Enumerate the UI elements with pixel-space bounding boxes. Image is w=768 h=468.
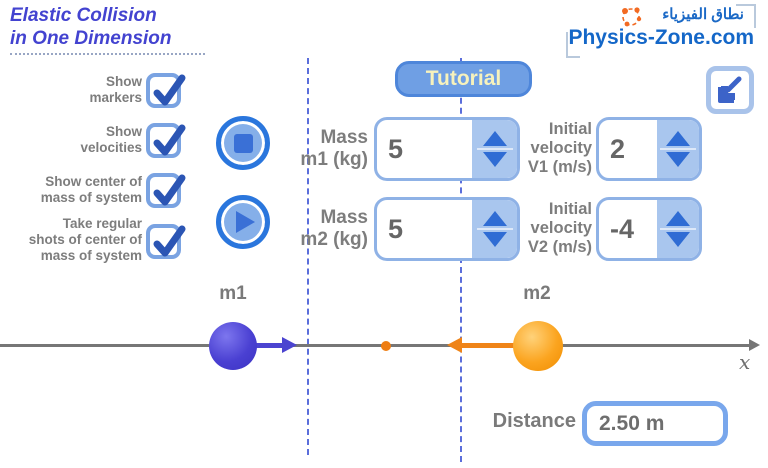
x-axis-label: x	[739, 350, 751, 374]
checkbox-label-text: Show velocities	[80, 124, 142, 155]
spinner-up-icon[interactable]	[666, 131, 690, 146]
mass2-spinner: 5	[374, 197, 520, 261]
spinner-up-icon[interactable]	[482, 211, 507, 226]
velocity2-arrow	[461, 343, 538, 348]
checkbox-label-text: Show center of mass of system	[40, 174, 142, 205]
spinner-down-icon[interactable]	[666, 152, 690, 167]
mass2-value[interactable]: 5	[388, 213, 404, 244]
checkbox-label-show-markers: Show markers	[4, 74, 142, 106]
spinner-up-icon[interactable]	[666, 211, 690, 226]
checkbox-label-text: Take regular shots of center of mass of …	[28, 216, 142, 263]
spinner-down-icon[interactable]	[482, 152, 507, 167]
logo-arabic-text: نطاق الفيزياء	[662, 6, 744, 23]
spinner-down-icon[interactable]	[482, 232, 507, 247]
checkbox-show-velocities[interactable]	[146, 123, 186, 158]
mass2-ball[interactable]	[513, 321, 563, 371]
checkmark-icon	[153, 174, 186, 206]
logo-bracket-right	[736, 4, 756, 28]
velocity1-value[interactable]: 2	[610, 133, 626, 164]
velocity2-label: Initial velocity V2 (m/s)	[527, 200, 592, 256]
logo-site-name[interactable]: Physics-Zone.com	[568, 26, 754, 49]
velocity1-label: Initial velocity V1 (m/s)	[527, 120, 592, 176]
checkmark-icon	[153, 225, 186, 257]
spinner-separator	[476, 148, 513, 150]
ball1-label: m1	[219, 283, 247, 304]
center-of-mass-marker	[381, 341, 391, 351]
stop-icon	[233, 133, 253, 153]
velocity1-spinner-arrows	[657, 120, 699, 178]
spinner-separator	[660, 148, 696, 150]
checkbox-label-text: Show markers	[89, 74, 142, 105]
page-title: Elastic Collision in One Dimension	[10, 4, 205, 55]
distance-readout: 2.50 m	[582, 401, 728, 446]
stop-button[interactable]	[216, 116, 270, 170]
velocity2-spinner-arrows	[657, 200, 699, 258]
checkbox-label-com-shots: Take regular shots of center of mass of …	[4, 216, 142, 264]
velocity1-arrowhead-icon	[282, 337, 297, 353]
x-axis-line	[0, 344, 752, 347]
tutorial-button[interactable]: Tutorial	[395, 61, 532, 97]
distance-label: Distance	[492, 410, 576, 432]
mass1-label: Mass m1 (kg)	[300, 127, 368, 170]
mass1-spinner-arrows	[472, 120, 517, 178]
velocity1-arrow	[235, 343, 283, 348]
mass1-value[interactable]: 5	[388, 133, 404, 164]
checkmark-icon	[153, 124, 186, 156]
arrow-down-left-icon	[718, 76, 742, 103]
mass2-label: Mass m2 (kg)	[300, 207, 368, 250]
play-icon	[235, 211, 255, 233]
dashed-guide-line-left	[307, 58, 309, 455]
spinner-down-icon[interactable]	[666, 232, 690, 247]
checkbox-label-show-com: Show center of mass of system	[4, 174, 142, 206]
x-axis-arrowhead-icon	[749, 339, 760, 351]
mass2-spinner-arrows	[472, 200, 517, 258]
atom-icon	[618, 3, 644, 29]
velocity2-value[interactable]: -4	[610, 213, 635, 244]
ball2-label: m2	[523, 283, 551, 304]
spinner-up-icon[interactable]	[482, 131, 507, 146]
spinner-separator	[476, 228, 513, 230]
spinner-separator	[660, 228, 696, 230]
checkmark-icon	[153, 74, 186, 106]
checkbox-com-shots[interactable]	[146, 224, 186, 259]
play-button[interactable]	[216, 195, 270, 249]
checkbox-show-markers[interactable]	[146, 73, 186, 108]
mass1-ball[interactable]	[209, 322, 257, 370]
logo-bracket-left	[566, 32, 580, 58]
checkbox-show-center-of-mass[interactable]	[146, 173, 186, 208]
velocity1-spinner: 2	[596, 117, 702, 181]
checkbox-label-show-velocities: Show velocities	[4, 124, 142, 156]
mass1-spinner: 5	[374, 117, 520, 181]
export-button[interactable]	[706, 66, 754, 114]
velocity2-arrowhead-icon	[447, 337, 462, 353]
velocity2-spinner: -4	[596, 197, 702, 261]
